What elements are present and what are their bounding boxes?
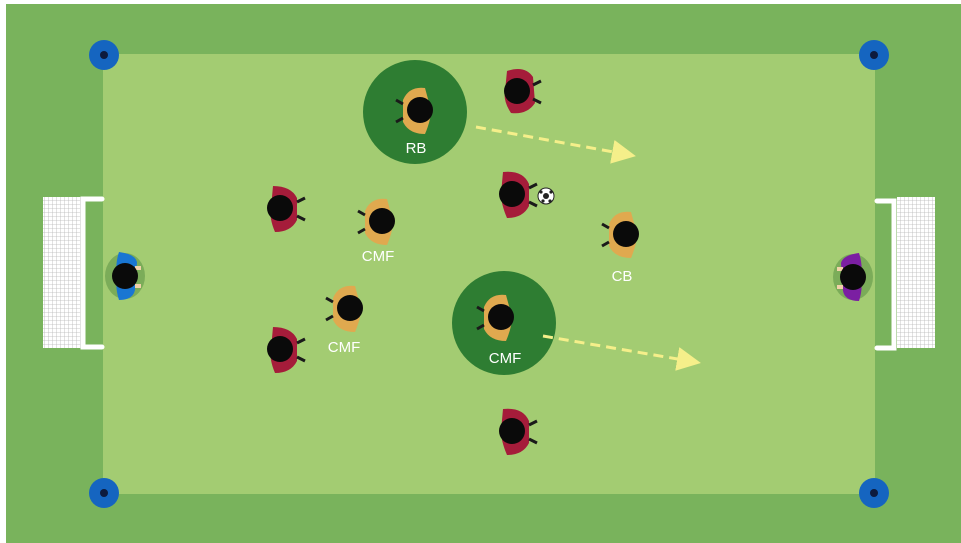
left-goal	[43, 196, 105, 350]
cone-top-right	[859, 40, 889, 70]
left-goal-net	[43, 197, 81, 348]
movement-arrow-rb	[475, 125, 636, 164]
cone-top-left	[89, 40, 119, 70]
player-gold-cmf-highlight	[476, 294, 514, 341]
player-red-with-ball	[499, 171, 538, 218]
right-goal-net	[897, 197, 935, 348]
cone-bottom-right	[859, 478, 889, 508]
player-red-top	[504, 69, 542, 114]
movement-arrow-cmf	[542, 334, 701, 371]
player-red-left-upper	[267, 186, 306, 232]
ball	[537, 187, 555, 205]
player-gold-cmf-upper	[357, 198, 395, 245]
player-red-bottom	[499, 408, 538, 455]
label-cmf-left: CMF	[328, 339, 361, 356]
right-goal-frame	[874, 198, 897, 351]
goalkeeper-purple	[833, 253, 873, 301]
label-cmf-highlight: CMF	[489, 350, 522, 367]
label-cmf-upper: CMF	[362, 248, 395, 265]
right-goal	[874, 197, 935, 351]
label-rb: RB	[406, 140, 427, 157]
player-red-left-lower	[267, 327, 306, 373]
label-cb: CB	[612, 268, 633, 285]
player-gold-cb	[601, 211, 639, 258]
left-goal-frame	[80, 196, 105, 350]
player-gold-cmf-left	[325, 285, 363, 332]
cone-bottom-left	[89, 478, 119, 508]
goalkeeper-blue	[105, 252, 145, 300]
player-gold-rb	[395, 87, 433, 134]
